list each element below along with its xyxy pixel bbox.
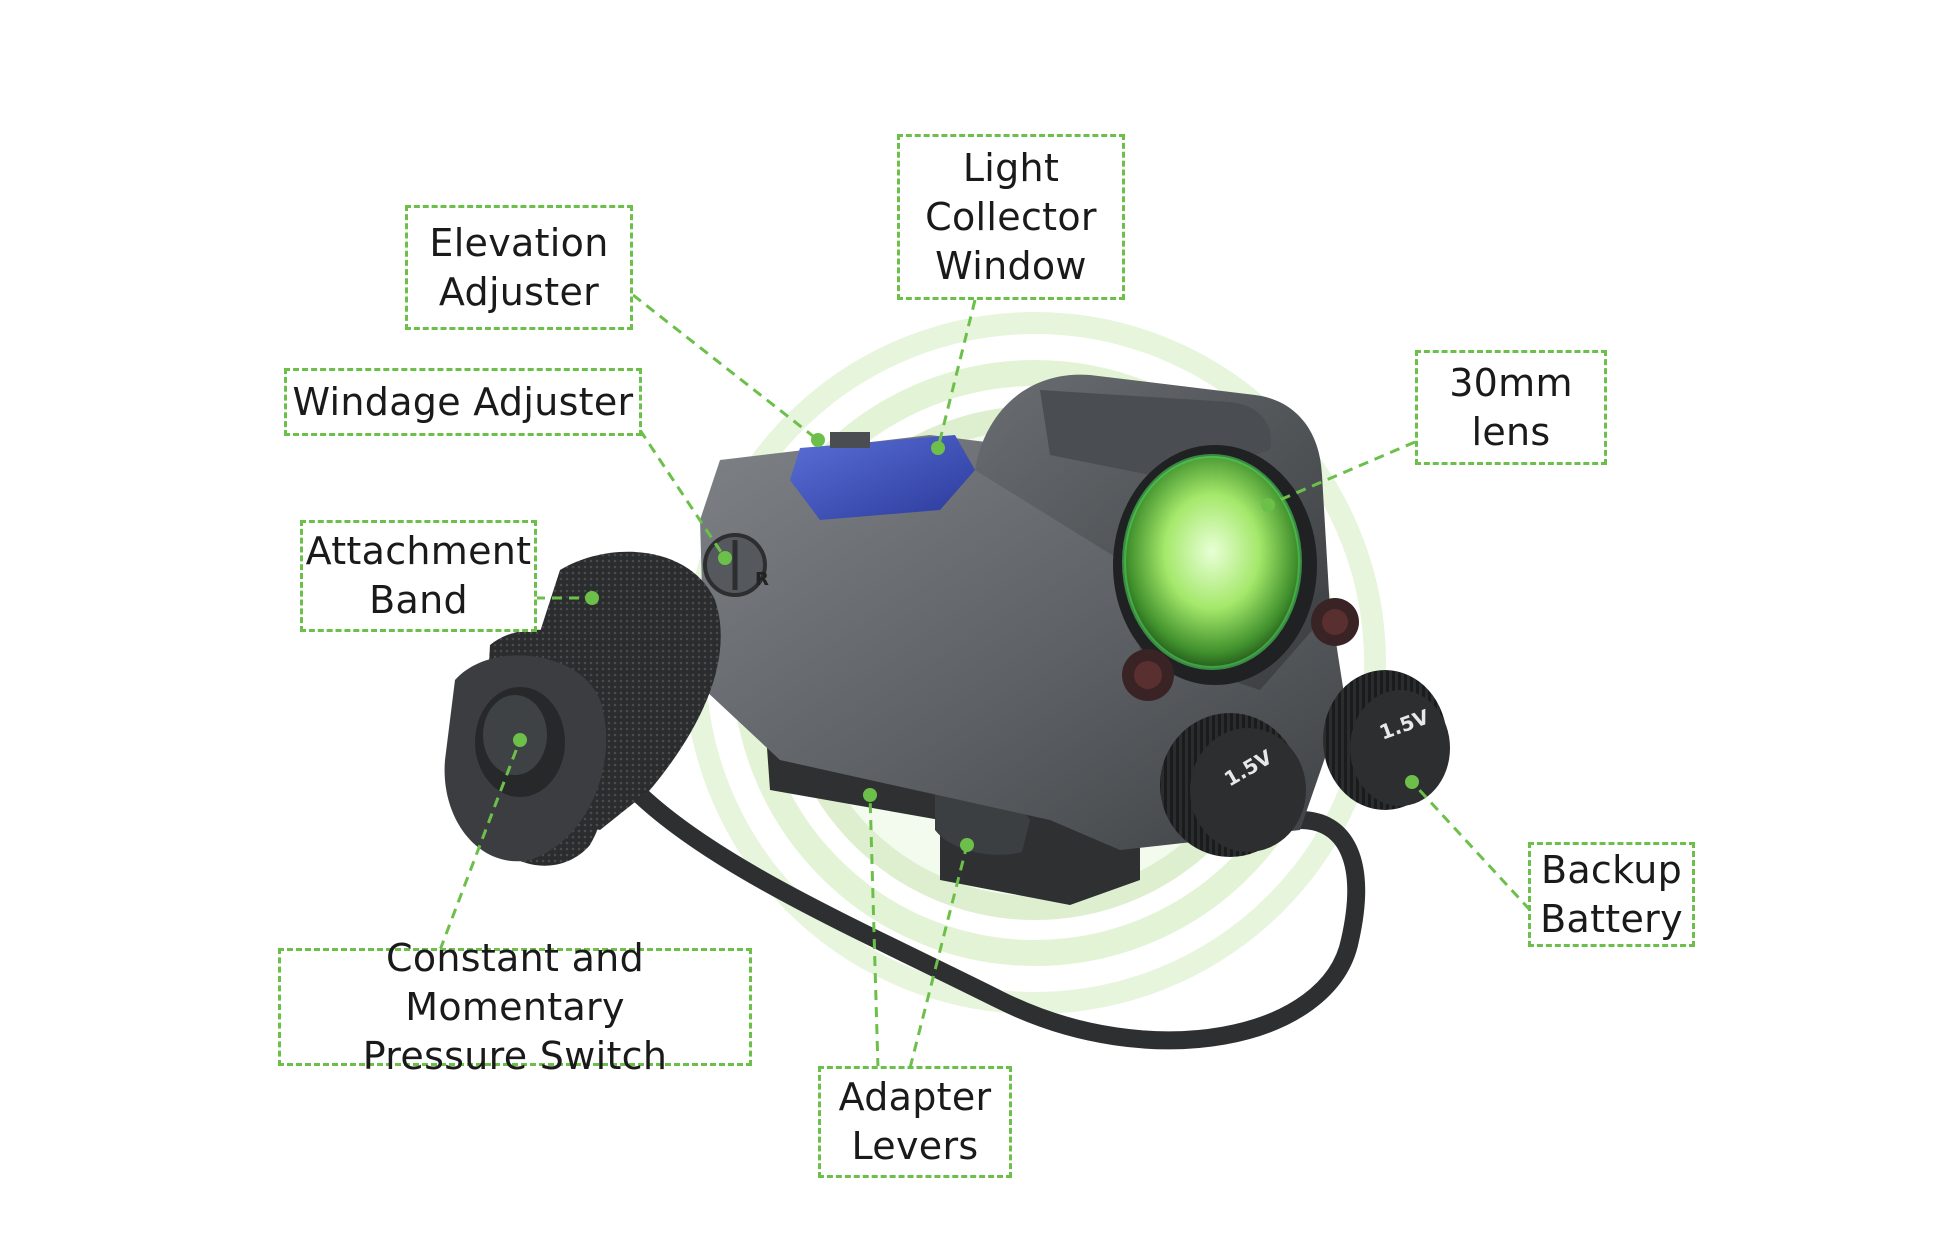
callout-adapter-levers: Adapter Levers (818, 1066, 1012, 1178)
leader-adapter-1 (868, 794, 880, 1069)
callout-text: Elevation Adjuster (429, 220, 609, 314)
callout-30mm-lens: 30mm lens (1415, 350, 1607, 465)
callout-elevation-adjuster: Elevation Adjuster (405, 205, 633, 330)
light-collector-window (790, 435, 975, 520)
callout-text: Windage Adjuster (292, 379, 634, 424)
leader-lens (1267, 440, 1416, 507)
mode-letter-marking: R (755, 569, 769, 590)
leader-light-collector (936, 299, 977, 449)
lens-assembly (1113, 445, 1359, 701)
callout-attachment-band: Attachment Band (300, 520, 537, 632)
callout-text: Constant and Momentary Pressure Switch (362, 935, 668, 1078)
callout-text: 30mm lens (1449, 360, 1573, 454)
switch-cable (631, 786, 1366, 1050)
windage-dial: R (703, 533, 769, 597)
leader-switch (438, 739, 522, 951)
leader-battery (1410, 780, 1532, 912)
callout-windage-adjuster: Windage Adjuster (284, 368, 642, 436)
callout-backup-battery: Backup Battery (1528, 842, 1695, 947)
callout-text: Attachment Band (305, 529, 532, 622)
leader-elevation (632, 293, 819, 442)
leader-windage (638, 429, 727, 559)
leader-lines (438, 293, 1532, 1069)
callout-text: Backup Battery (1540, 847, 1683, 941)
leader-adapter-2 (908, 844, 969, 1069)
callout-text: Light Collector Window (925, 145, 1097, 288)
battery-cap-right: 1.5V (1323, 670, 1450, 810)
callout-text: Adapter Levers (838, 1075, 992, 1168)
callout-light-collector-window: Light Collector Window (897, 134, 1125, 300)
battery-cap-left: 1.5V (1160, 713, 1306, 857)
callout-pressure-switch: Constant and Momentary Pressure Switch (278, 936, 752, 1078)
leader-dots (513, 433, 1419, 852)
